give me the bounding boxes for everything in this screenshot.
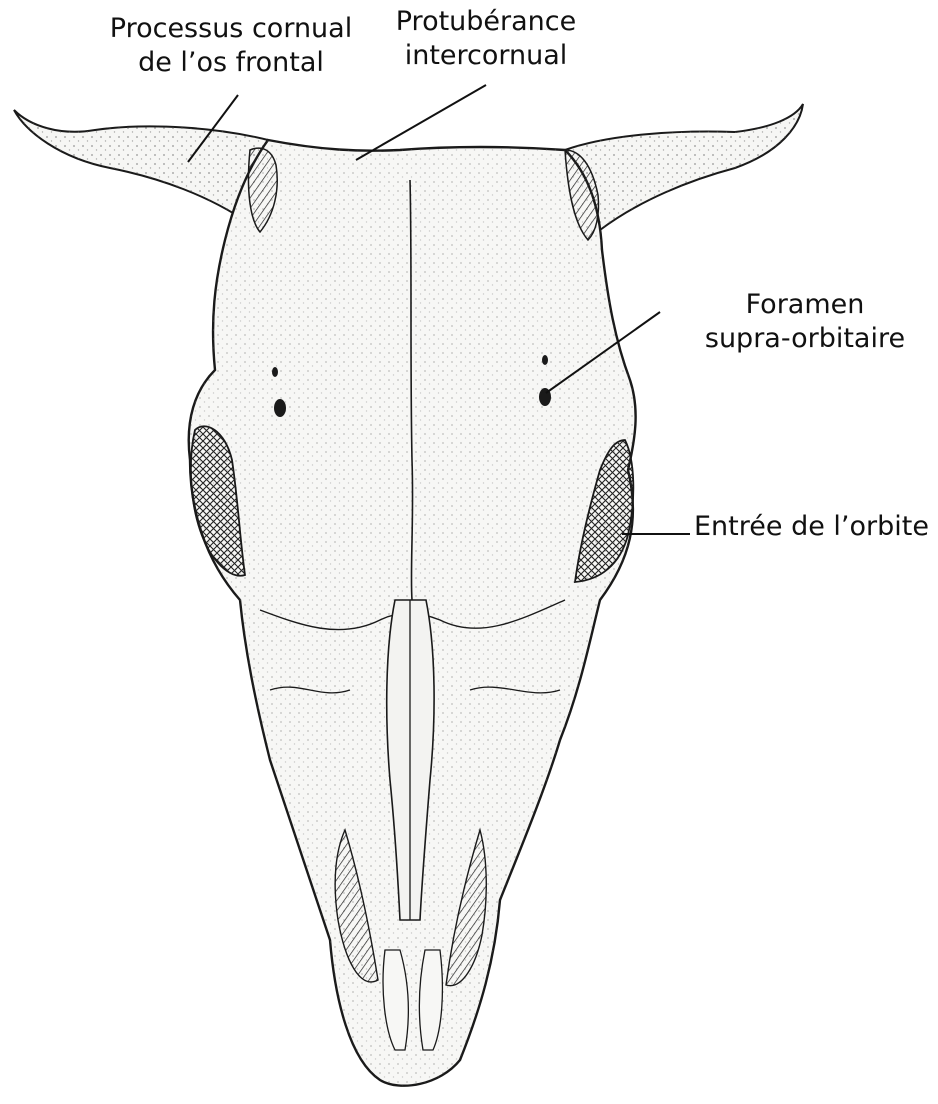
right-horn-texture [565, 104, 803, 230]
label-foramen-line2: supra-orbitaire [690, 322, 920, 356]
label-entree-orbite: Entrée de l’orbite [694, 510, 929, 544]
right-small-foramen [542, 355, 548, 365]
left-supraorbital-foramen [274, 399, 286, 417]
label-protuberance-intercornual: Protubérance intercornual [388, 5, 584, 73]
label-foramen-line1: Foramen [690, 288, 920, 322]
label-foramen-supra-orbitaire: Foramen supra-orbitaire [690, 288, 920, 356]
label-processus-cornual-line2: de l’os frontal [100, 46, 362, 80]
label-processus-cornual: Processus cornual de l’os frontal [100, 12, 362, 80]
left-small-foramen [272, 367, 278, 377]
label-protuberance-line2: intercornual [388, 39, 584, 73]
label-processus-cornual-line1: Processus cornual [100, 12, 362, 46]
label-protuberance-line1: Protubérance [388, 5, 584, 39]
label-orbite-line1: Entrée de l’orbite [694, 510, 929, 544]
left-horn-texture [14, 110, 268, 224]
